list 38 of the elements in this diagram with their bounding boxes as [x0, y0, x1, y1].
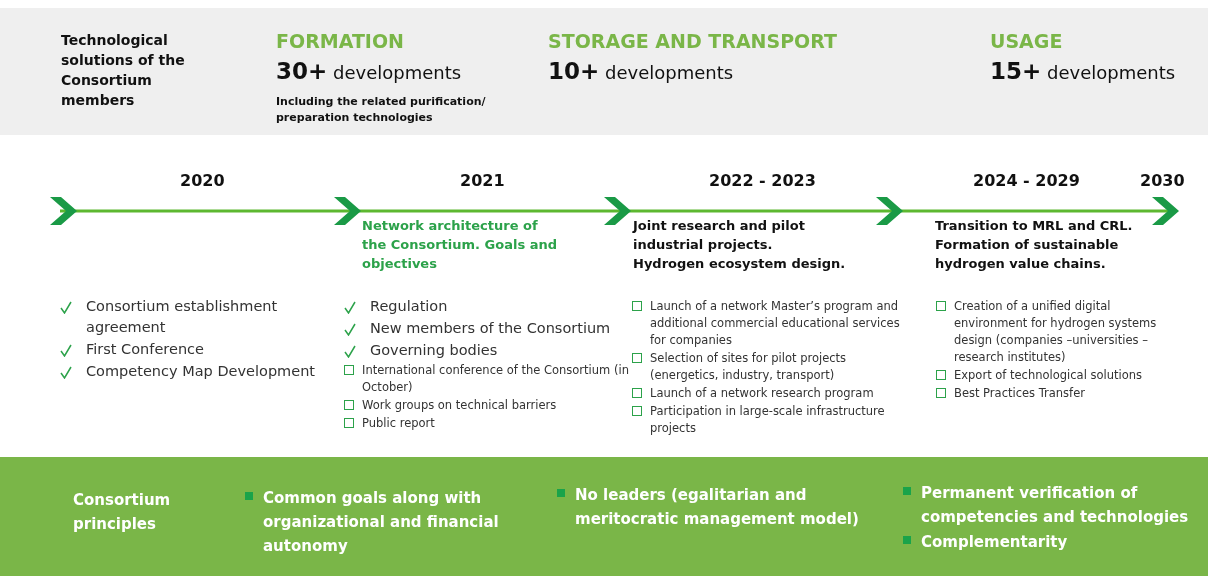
list-item: Participation in large-scale infrastructure projects [650, 403, 886, 437]
year-label: 2030 [1140, 171, 1185, 190]
list-item: Governing bodies [370, 341, 498, 360]
list-item: International conference of the Consortium (in October) [362, 362, 629, 396]
principle-text: Common goals along with organizational and financial autonomy [263, 488, 500, 557]
year-label: 2022 - 2023 [709, 171, 816, 190]
list-item: Regulation [370, 297, 448, 316]
principles-band [0, 457, 1208, 576]
list-item: Work groups on technical barriers [362, 397, 557, 414]
list-item: First Conference [86, 340, 204, 359]
list-item: Public report [362, 415, 435, 432]
milestone-heading: Transition to MRL and CRL. Formation of sustainable hydrogen value chains. [935, 217, 1134, 273]
category-heading: STORAGE AND TRANSPORT [548, 30, 837, 52]
band-title: Consortium principles [73, 490, 172, 535]
list-item: New members of the Consortium [370, 319, 611, 338]
year-label: 2020 [180, 171, 225, 190]
category-heading: FORMATION [276, 30, 404, 52]
principle-text: Complementarity [921, 532, 1068, 553]
list-item: Launch of a network research program [650, 385, 874, 402]
list-item: Export of technological solutions [954, 367, 1143, 384]
list-item: Selection of sites for pilot projects (energetics, industry, transport) [650, 350, 848, 384]
note-text: Including the related purification/ preparation technologies [276, 94, 487, 126]
development-count: 30+ developments [276, 58, 462, 84]
list-item: Consortium establishment agreement [86, 297, 279, 337]
principle-text: No leaders (egalitarian and meritocratic management model) [575, 485, 860, 530]
year-label: 2024 - 2029 [973, 171, 1080, 190]
category-heading: USAGE [990, 30, 1063, 52]
milestone-heading: Network architecture of the Consortium. Goals and objectives [362, 217, 557, 273]
milestone-heading: Joint research and pilot industrial projects. Hydrogen ecosystem design. [633, 217, 847, 273]
development-count: 10+ developments [548, 58, 734, 84]
list-item: Best Practices Transfer [954, 385, 1085, 402]
list-item: Launch of a network Master’s program and additional commercial educational services for companies [650, 298, 901, 349]
band-title: Technological solutions of the Consortium members [61, 31, 186, 110]
year-label: 2021 [460, 171, 505, 190]
list-item: Competency Map Development [86, 362, 316, 381]
development-count: 15+ developments [990, 58, 1176, 84]
list-item: Creation of a unified digital environment for hydrogen systems design (companies –universities – research institutes) [954, 298, 1158, 366]
principle-text: Permanent verification of competencies and technologies [921, 483, 1190, 528]
